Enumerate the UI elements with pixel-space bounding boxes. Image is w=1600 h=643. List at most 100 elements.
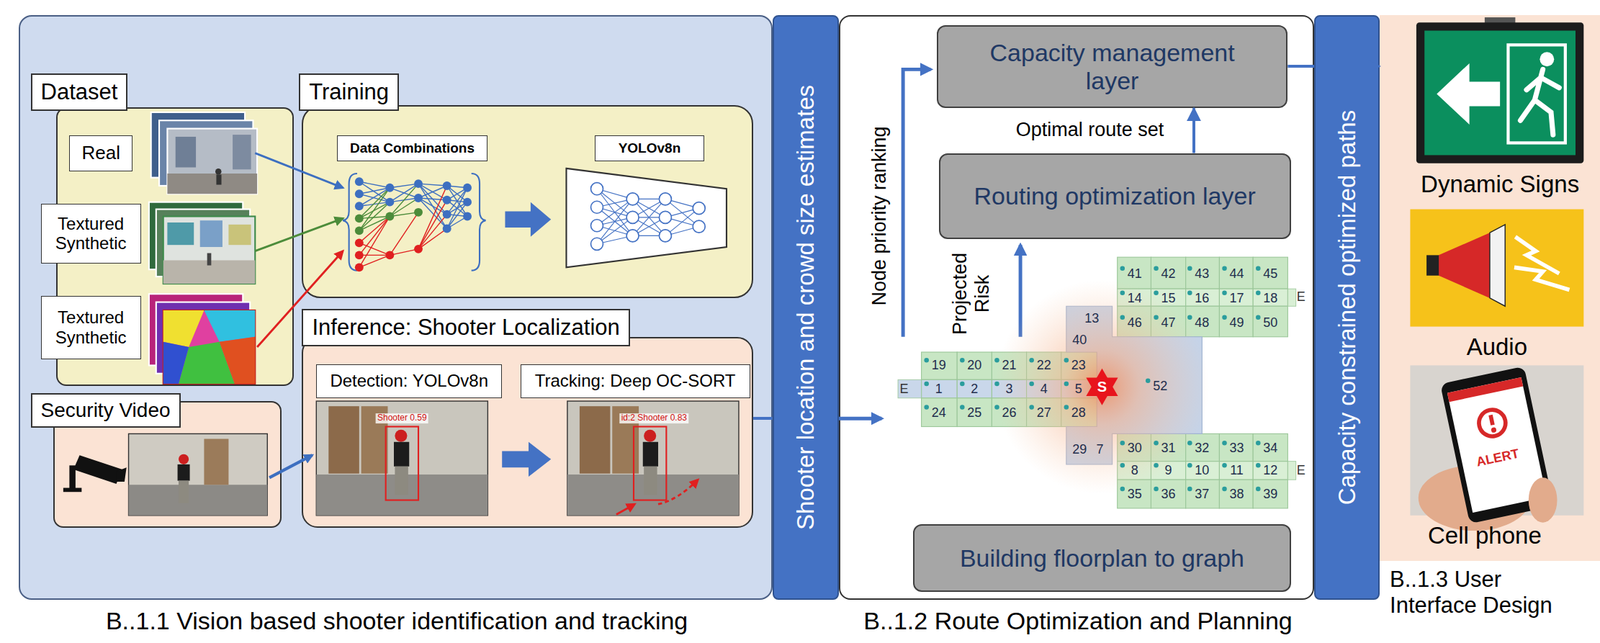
band-text: Shooter location and crowd size estimate…	[792, 25, 820, 590]
network-node	[385, 212, 394, 222]
megaphone-icon	[1515, 236, 1559, 274]
corridor	[1287, 461, 1296, 481]
security-image	[128, 484, 268, 516]
graph-node-dot	[994, 404, 1000, 410]
network-link	[418, 214, 448, 250]
network-link	[632, 198, 666, 218]
network-link	[447, 200, 468, 203]
graph-node-dot	[994, 357, 1000, 363]
room-number: 19	[931, 358, 947, 372]
graph-node-dot	[959, 381, 965, 387]
network-link	[596, 217, 633, 226]
network-node	[385, 198, 394, 207]
label-box: Data Combinations	[336, 135, 489, 161]
network-node	[354, 189, 364, 199]
room-number: 25	[967, 406, 982, 420]
graph-node-dot	[1221, 463, 1228, 469]
output-label: Cell phone	[1427, 522, 1542, 550]
network-link	[418, 185, 448, 250]
network-node	[692, 220, 705, 233]
graph-node-dot	[1153, 440, 1159, 446]
room	[1117, 433, 1152, 461]
graph-node-dot	[1187, 463, 1193, 469]
room-number: 38	[1229, 487, 1244, 501]
section-panel: B..1.3 User Interface Design	[1379, 15, 1600, 561]
room-number: 42	[1161, 267, 1176, 281]
network-link	[389, 249, 419, 256]
network-node	[442, 195, 452, 205]
room	[921, 398, 958, 428]
room	[1185, 257, 1220, 289]
network-link	[447, 187, 468, 215]
floorplan	[1066, 306, 1202, 465]
room	[1185, 461, 1220, 481]
room-number: 9	[1165, 463, 1173, 477]
real-image-stack	[175, 136, 196, 168]
room-number: 45	[1263, 267, 1278, 281]
phone-image	[1418, 465, 1531, 531]
corridor	[1287, 288, 1296, 307]
room	[1219, 479, 1253, 509]
network-link	[632, 198, 666, 200]
corridor	[897, 379, 922, 399]
detection-image	[361, 406, 389, 474]
output-label: Audio	[1466, 333, 1528, 361]
synthetic-image-stack	[149, 202, 255, 284]
tracking-image	[567, 401, 739, 516]
flow-band: Shooter location and crowd size estimate…	[772, 15, 839, 600]
connector	[1377, 64, 1382, 69]
network-link	[418, 200, 448, 250]
network-node	[463, 183, 472, 193]
tracking-image	[616, 504, 636, 515]
network-link	[389, 198, 419, 203]
room-number: 49	[1229, 316, 1244, 330]
network-link	[596, 225, 633, 236]
graph-node-dot	[1221, 486, 1228, 492]
network-link	[632, 216, 666, 218]
network-link	[359, 216, 391, 268]
room	[991, 379, 1027, 399]
network-link	[596, 198, 633, 244]
room	[1150, 288, 1186, 307]
process-box: Building floorplan to graph	[913, 524, 1291, 592]
network-node	[626, 192, 639, 206]
room	[1117, 461, 1152, 481]
network-link	[418, 198, 448, 215]
network-link	[665, 198, 700, 227]
phone-image	[1476, 407, 1509, 440]
network-link	[447, 187, 468, 229]
network-node	[354, 238, 364, 247]
network-link	[632, 235, 666, 237]
combination-network	[471, 173, 487, 271]
network-link	[665, 208, 700, 236]
room-number: 40	[1072, 333, 1087, 347]
flow-arrows	[1018, 244, 1023, 337]
room	[1026, 352, 1062, 380]
network-link	[447, 187, 468, 201]
flow-label: Projected Risk	[949, 239, 994, 348]
network-node	[354, 262, 364, 272]
flow-arrows	[838, 416, 883, 421]
room-number: 27	[1036, 406, 1052, 420]
network-link	[359, 254, 391, 268]
room-number: 16	[1194, 291, 1210, 305]
synthetic-image-stack	[228, 224, 251, 245]
network-node	[590, 200, 603, 214]
real-image-stack	[159, 120, 253, 186]
network-node	[463, 212, 472, 222]
floorplan	[1085, 377, 1118, 405]
security-image	[128, 433, 268, 515]
network-link	[596, 188, 633, 236]
synthetic-image-stack	[163, 310, 205, 348]
network-node	[354, 213, 364, 223]
label-box: Tracking: Deep OC-SORT	[520, 364, 751, 399]
room	[1252, 433, 1288, 461]
room-number: 13	[1084, 311, 1099, 325]
network-link	[665, 217, 700, 227]
network-link	[596, 207, 633, 218]
flow-arrows	[902, 69, 931, 337]
tracking-image	[579, 406, 611, 474]
camera-icon	[63, 455, 127, 492]
label-box: Real	[69, 135, 133, 172]
synthetic-image-stack	[156, 209, 250, 278]
